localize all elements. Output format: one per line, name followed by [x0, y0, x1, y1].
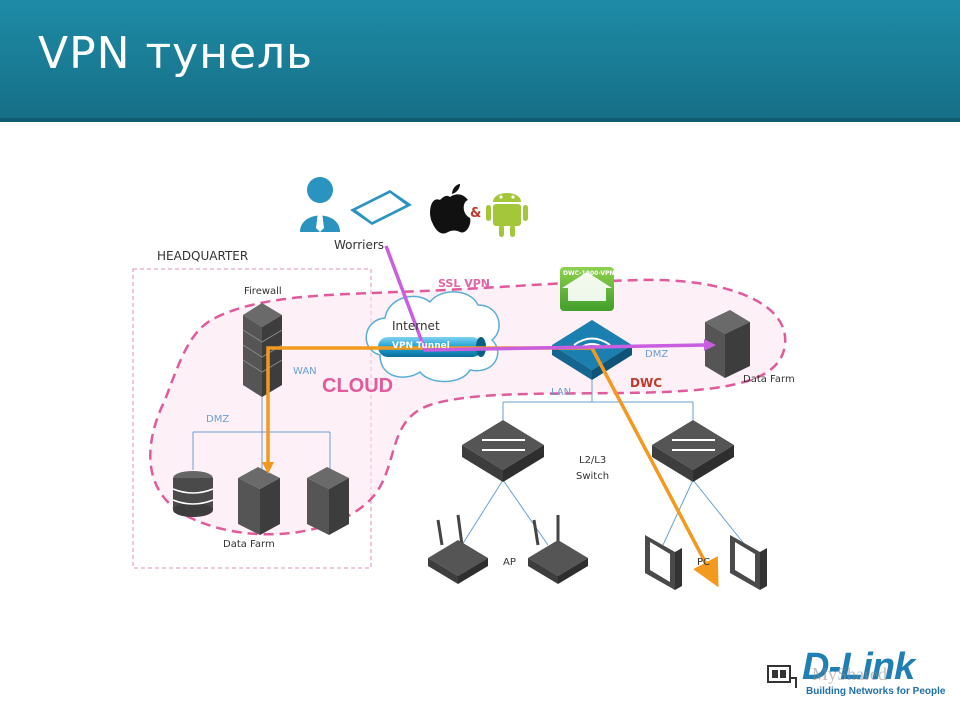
internet-label: Internet — [392, 319, 440, 333]
switch-left-icon — [462, 420, 544, 482]
server-right-icon — [705, 310, 750, 378]
switch-label-line2: Switch — [576, 471, 610, 482]
access-point-right-icon — [528, 515, 588, 584]
title-bar — [0, 0, 960, 122]
pc-right-icon — [730, 535, 767, 590]
database-icon — [172, 471, 214, 517]
vpn-tunnel-label: VPN Tunnel — [392, 341, 450, 351]
dwc-label: DWC — [630, 376, 663, 390]
dlink-brand-text: D-Link — [802, 646, 915, 688]
wan-label: WAN — [293, 366, 317, 377]
ampersand-label: & — [470, 206, 482, 221]
ap-label: AP — [503, 557, 516, 568]
firewall-label: Firewall — [244, 286, 282, 297]
data-farm-left-label: Data Farm — [223, 539, 275, 550]
orange-arrowhead-hq — [262, 462, 274, 474]
orange-vpn-path — [266, 346, 719, 588]
data-farm-right-label: Data Farm — [743, 374, 795, 385]
user-icon — [300, 177, 340, 232]
headquarter-label: HEADQUARTER — [157, 249, 249, 263]
dmz-right-label: DMZ — [645, 349, 669, 360]
pc-left-icon — [645, 535, 682, 590]
slide-title: VPN тунель — [38, 28, 314, 79]
ssl-vpn-label: SSL VPN — [438, 277, 490, 290]
firewall-icon — [242, 303, 283, 397]
purple-arrowhead-server — [704, 339, 716, 351]
access-point-left-icon — [428, 514, 488, 584]
lan-label: LAN — [551, 387, 572, 398]
server-hq-right-icon — [307, 467, 349, 535]
apple-icon — [430, 184, 471, 234]
server-hq-center-icon — [238, 467, 280, 535]
tablet-icon — [350, 190, 412, 225]
android-icon — [486, 193, 528, 237]
pc-label: PC — [697, 557, 711, 568]
dlink-tagline: Building Networks for People — [806, 686, 946, 697]
hq-dmz-lines — [192, 392, 331, 470]
dwc-controller-icon — [552, 267, 632, 380]
switch-right-icon — [652, 420, 734, 482]
lan-lines — [461, 380, 746, 546]
dlink-logo: D-Link Building Networks for People MySh… — [766, 646, 946, 702]
purple-ssl-path — [384, 245, 706, 352]
internet-cloud-icon — [365, 291, 500, 383]
watermark-text: MyShared — [812, 664, 887, 684]
cloud-label: CLOUD — [322, 375, 394, 397]
worriers-label: Worriers — [334, 238, 385, 252]
dwc-device-label: DWC-1000-VPN — [563, 270, 615, 277]
switch-label-line1: L2/L3 — [579, 455, 607, 466]
dmz-left-label: DMZ — [206, 414, 230, 425]
dlink-mark-icon — [767, 665, 797, 688]
